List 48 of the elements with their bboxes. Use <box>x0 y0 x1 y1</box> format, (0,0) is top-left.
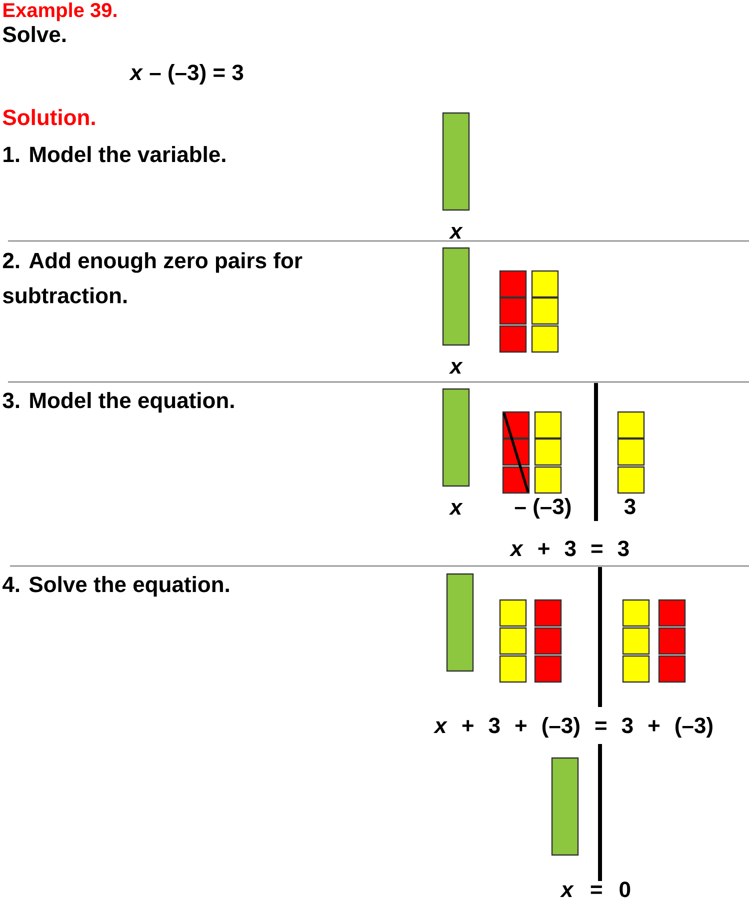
unit-tile <box>499 270 527 298</box>
unit-tile <box>658 627 686 655</box>
tile-label: x <box>448 226 463 239</box>
unit-tile <box>531 325 559 353</box>
title: Example 39. <box>4 2 116 22</box>
unit-tile <box>617 438 645 466</box>
unit-tile <box>622 599 650 627</box>
unit-tile <box>499 599 527 627</box>
equation: x + 3 = 3 <box>509 540 629 556</box>
unit-tile <box>534 466 562 494</box>
unit-tile <box>658 655 686 683</box>
unit-tile <box>622 627 650 655</box>
variable-tile <box>442 247 470 346</box>
tile-label: x <box>448 362 463 374</box>
unit-tile <box>617 411 645 439</box>
unit-tile <box>658 599 686 627</box>
tile-label: – (–3) <box>514 498 571 519</box>
step-text: 2. Add enough zero pairs for subtraction. <box>2 252 302 304</box>
section-heading: Solution. <box>2 109 95 126</box>
step-text: 1. Model the variable. <box>4 146 226 162</box>
unit-tile <box>499 297 527 325</box>
unit-tile <box>499 325 527 353</box>
tile-label: x <box>448 502 463 515</box>
unit-tile <box>622 655 650 683</box>
variable-tile <box>551 757 579 856</box>
unit-tile <box>534 438 562 466</box>
unit-tile <box>502 466 530 494</box>
unit-tile <box>499 655 527 683</box>
unit-tile <box>499 627 527 655</box>
equation: x + 3 + (–3) = 3 + (–3) <box>434 717 712 738</box>
unit-tile <box>534 627 562 655</box>
equation: x – (–3) = 3 <box>129 64 244 85</box>
unit-tile <box>502 438 530 466</box>
unit-tile <box>617 466 645 494</box>
instruction-text: Solve. <box>2 26 66 42</box>
unit-tile <box>534 655 562 683</box>
equation: x = 0 <box>560 882 630 898</box>
step-text: 4. Solve the equation. <box>2 576 229 597</box>
step-text: 3. Model the equation. <box>2 392 234 413</box>
unit-tile <box>534 599 562 627</box>
variable-tile <box>442 388 470 487</box>
tile-label: 3 <box>624 498 636 514</box>
unit-tile <box>531 270 559 298</box>
unit-tile <box>531 297 559 325</box>
variable-tile <box>446 573 474 672</box>
variable-tile <box>442 112 470 211</box>
unit-tile <box>534 411 562 439</box>
unit-tile <box>502 411 530 439</box>
